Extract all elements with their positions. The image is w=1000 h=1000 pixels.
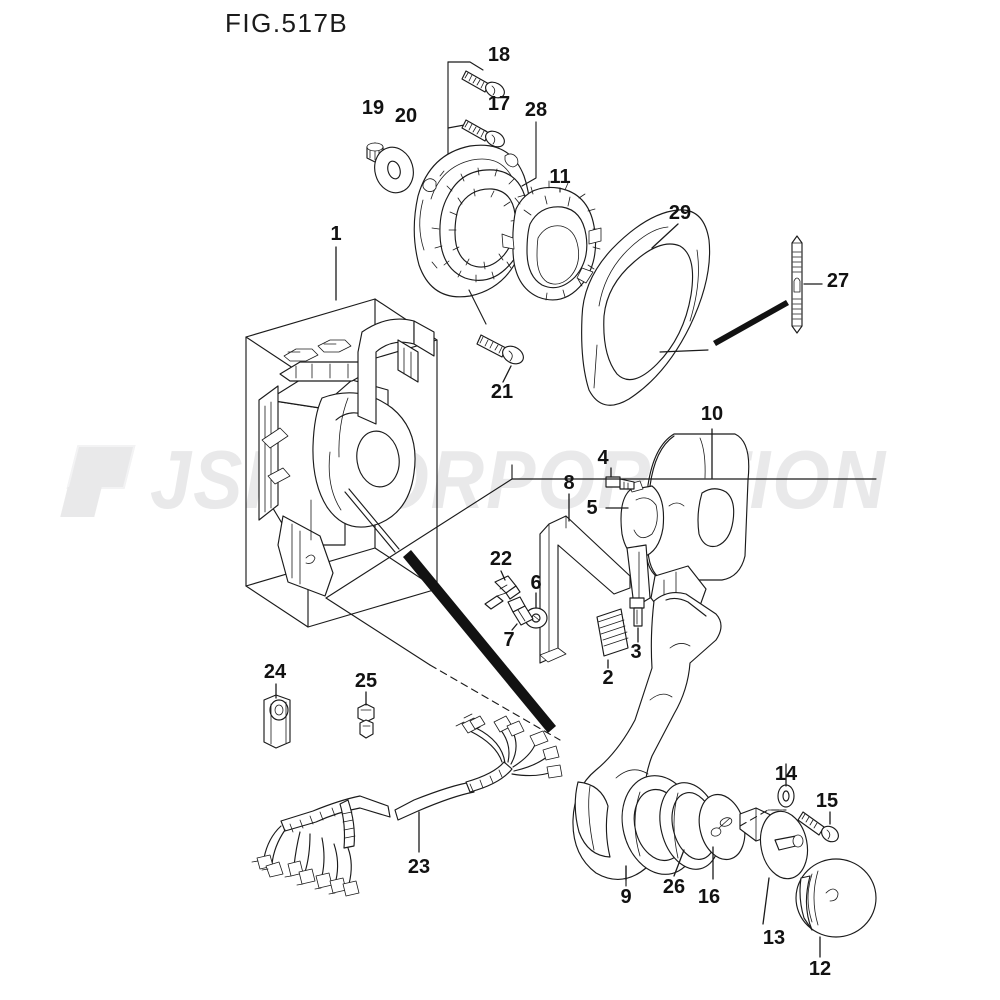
callout-15: 15	[815, 790, 839, 812]
washer-20	[374, 146, 414, 194]
callout-5: 5	[586, 497, 598, 519]
callout-28: 28	[524, 99, 548, 121]
bolt-3	[629, 597, 645, 643]
callout-17: 17	[487, 93, 511, 115]
floor-plate	[325, 464, 877, 741]
link-rod-8	[539, 493, 631, 664]
callout-2: 2	[602, 667, 614, 689]
bolt-4	[605, 467, 635, 490]
screw-17	[461, 119, 505, 148]
callout-25: 25	[354, 670, 378, 692]
callout-6: 6	[530, 572, 542, 594]
callout-4: 4	[597, 447, 609, 469]
callout-18: 18	[487, 44, 511, 66]
pin-clip-27	[791, 235, 823, 334]
screw-15	[797, 811, 839, 843]
screw-18	[461, 70, 505, 99]
spring-2	[596, 608, 629, 669]
callout-9: 9	[620, 886, 632, 908]
wiring-harness-23	[251, 713, 563, 897]
callout-14: 14	[774, 763, 798, 785]
stator-ring-11	[501, 180, 602, 301]
callout-22: 22	[489, 548, 513, 570]
callout-3: 3	[630, 641, 642, 663]
callout-20: 20	[394, 105, 418, 127]
callout-24: 24	[263, 661, 287, 683]
callout-27: 27	[826, 270, 850, 292]
callout-19: 19	[361, 97, 385, 119]
housing-plate-28	[413, 121, 537, 298]
bolt-7	[507, 596, 534, 631]
clip-25	[357, 691, 375, 739]
gasket-seal-29	[581, 209, 789, 406]
callout-13: 13	[762, 927, 786, 949]
washer-14	[739, 763, 795, 827]
cap-12	[795, 858, 877, 958]
callout-16: 16	[697, 886, 721, 908]
callout-11: 11	[549, 166, 571, 188]
callout-21: 21	[490, 381, 514, 403]
terminal-22	[484, 570, 521, 610]
callout-29: 29	[668, 202, 692, 224]
black-seal-strip	[403, 550, 556, 733]
callout-7: 7	[503, 629, 515, 651]
callout-23: 23	[407, 856, 431, 878]
shaft-pin-13	[739, 807, 809, 925]
grommet-24	[263, 683, 291, 749]
control-assembly-1	[245, 246, 438, 628]
callout-26: 26	[662, 876, 686, 898]
page-title: FIG.517B	[225, 8, 349, 38]
callout-8: 8	[563, 472, 575, 494]
callout-1: 1	[330, 223, 342, 245]
screw-21	[468, 289, 524, 383]
callout-12: 12	[808, 958, 832, 980]
callout-10: 10	[700, 403, 724, 425]
